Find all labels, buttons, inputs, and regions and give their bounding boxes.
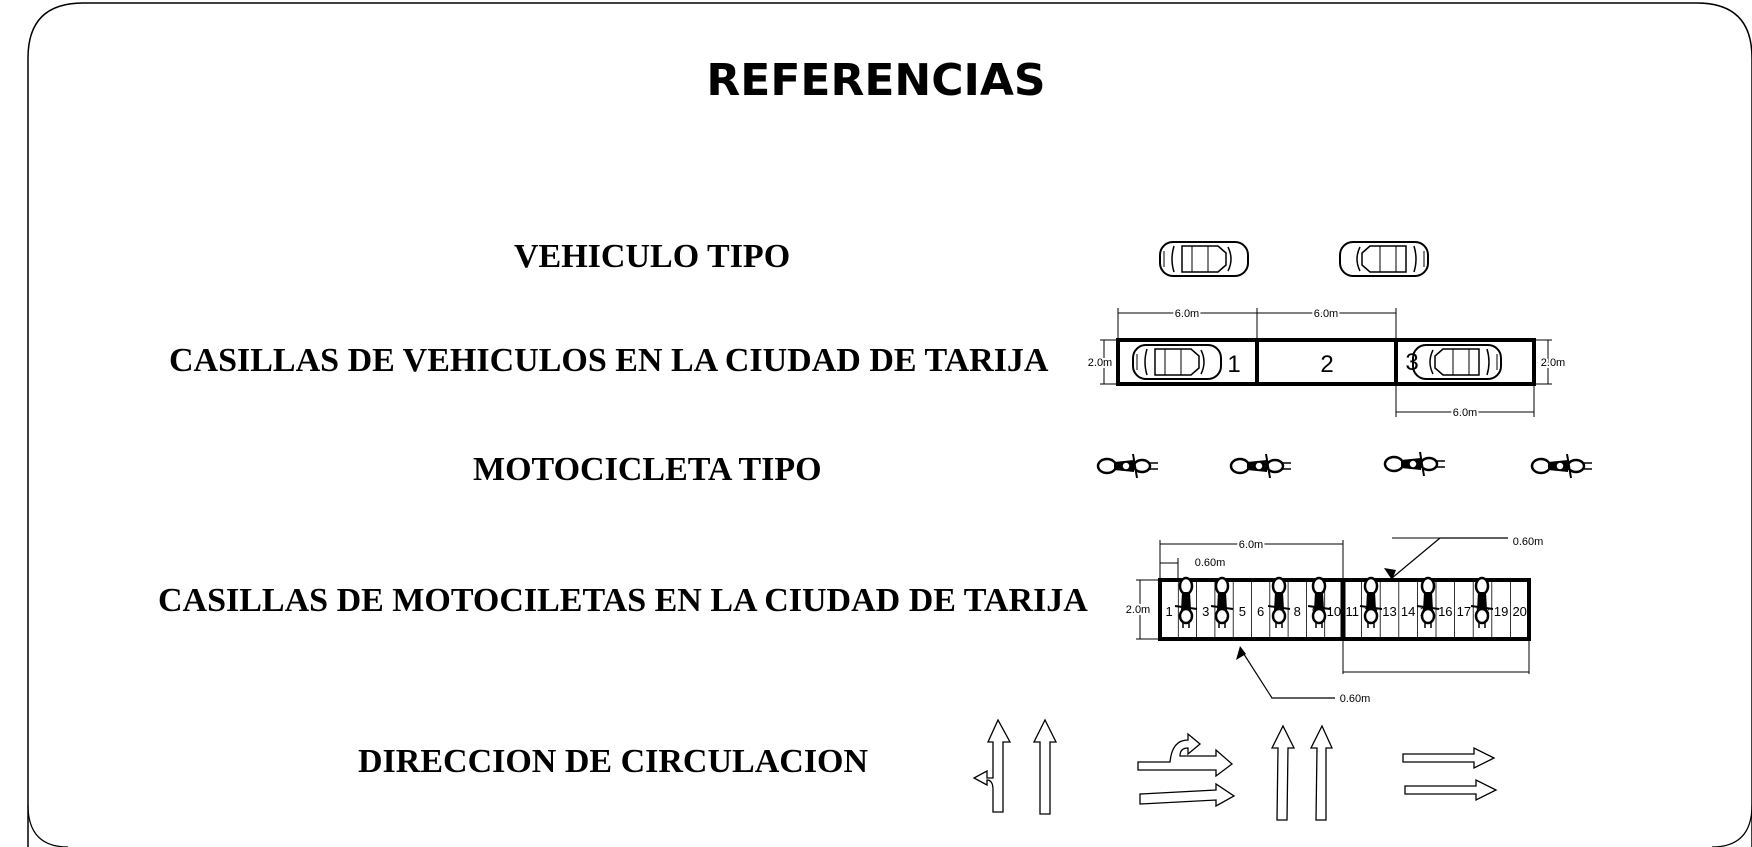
- moto-slot-label: 11: [1346, 604, 1360, 619]
- car-icon: [1159, 241, 1249, 277]
- moto-slot-label: 10: [1327, 604, 1341, 619]
- motorcycle-icon: [1266, 576, 1292, 630]
- car-dim-right: 2.0m: [1541, 357, 1565, 369]
- label-casillas-vehiculos: CASILLAS DE VEHICULOS EN LA CIUDAD DE TA…: [169, 342, 1049, 379]
- car-dim-top-1: 6.0m: [1175, 308, 1199, 320]
- moto-callout-bottom: 0.60m: [1340, 693, 1371, 705]
- vehicle-tipo-group: [1159, 241, 1429, 277]
- moto-dim-height: 2.0m: [1126, 604, 1150, 616]
- direction-arrows: [972, 718, 1498, 821]
- motorcycle-slots-diagram: [1136, 537, 1531, 699]
- motorcycle-icon: [1306, 576, 1332, 630]
- label-vehiculo-tipo: VEHICULO TIPO: [514, 238, 791, 275]
- motorcycle-icon: [1209, 576, 1235, 630]
- moto-slot-label: 16: [1438, 604, 1452, 619]
- car-dim-left: 2.0m: [1088, 357, 1112, 369]
- car-slot-3-label: 3: [1405, 349, 1418, 376]
- label-casillas-motos: CASILLAS DE MOTOCILETAS EN LA CIUDAD DE …: [158, 582, 1088, 619]
- straight-arrow-icon: [1032, 718, 1058, 815]
- car-dim-top-2: 6.0m: [1314, 308, 1338, 320]
- moto-slot-label: 13: [1382, 604, 1396, 619]
- car-slot-2-label: 2: [1320, 351, 1333, 378]
- car-dim-bottom: 6.0m: [1453, 407, 1477, 419]
- right-arrow-icon: [1404, 778, 1498, 802]
- moto-slot-label: 8: [1294, 604, 1301, 619]
- right-arrow-icon: [1139, 782, 1236, 808]
- car-slots-diagram: [1100, 308, 1552, 417]
- motorcycle-tipo-group: [1096, 450, 1594, 480]
- moto-slot-label: 19: [1494, 604, 1508, 619]
- motorcycle-icon: [1229, 452, 1293, 480]
- car-icon: [1412, 344, 1502, 380]
- motorcycle-icon: [1383, 450, 1447, 478]
- moto-slot-label: 17: [1457, 604, 1471, 619]
- moto-slot-label: 20: [1512, 604, 1526, 619]
- motorcycle-icon: [1469, 576, 1495, 630]
- moto-slot-label: 6: [1257, 604, 1264, 619]
- moto-slot-label: 3: [1202, 604, 1209, 619]
- motorcycle-icon: [1530, 452, 1594, 480]
- moto-slot-label: 5: [1239, 604, 1246, 619]
- label-direccion: DIRECCION DE CIRCULACION: [358, 743, 869, 780]
- straight-arrow-icon: [1309, 724, 1334, 821]
- moto-dim-total: 6.0m: [1239, 539, 1263, 551]
- moto-callout-top: 0.60m: [1513, 536, 1544, 548]
- callout-arrowhead: [1236, 646, 1246, 660]
- u-turn-right-arrow-icon: [1137, 732, 1234, 778]
- motorcycle-icon: [1096, 452, 1160, 480]
- page-title: REFERENCIAS: [706, 55, 1046, 106]
- car-icon: [1339, 241, 1429, 277]
- callout-arrowhead: [1384, 568, 1396, 580]
- motorcycle-slot-icons: [1173, 576, 1495, 630]
- car-icon: [1132, 344, 1222, 380]
- moto-slot-label: 14: [1401, 604, 1415, 619]
- left-turn-arrow-icon: [972, 718, 1012, 813]
- label-motocicleta-tipo: MOTOCICLETA TIPO: [473, 451, 822, 488]
- motorcycle-icon: [1358, 576, 1384, 630]
- moto-slot-label: 1: [1166, 604, 1173, 619]
- moto-dim-slot: 0.60m: [1195, 557, 1226, 569]
- car-slot-1-label: 1: [1227, 351, 1240, 378]
- straight-arrow-icon: [1270, 724, 1296, 821]
- right-arrow-icon: [1402, 746, 1496, 770]
